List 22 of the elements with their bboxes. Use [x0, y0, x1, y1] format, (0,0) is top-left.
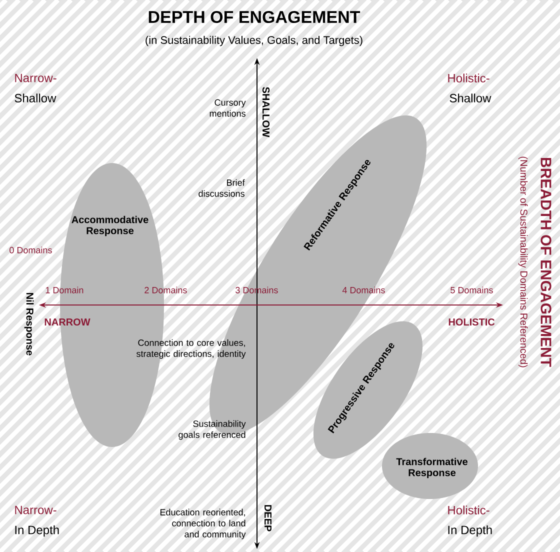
axis-label: HOLISTIC — [448, 318, 495, 326]
axis-label: NARROW — [44, 318, 90, 326]
corner-label: In Depth — [448, 525, 492, 537]
scale-note: Cursory mentions — [210, 99, 246, 117]
tick-label: 4 Domains — [342, 286, 385, 294]
subtitle: (in Sustainability Values, Goals, and Targets) — [146, 36, 362, 46]
tick-label: 2 Domains — [144, 286, 187, 294]
title: DEPTH OF ENGAGEMENT — [148, 10, 360, 24]
axis-subtitle: (Number of Sustainability Domains Referenced) — [518, 156, 528, 368]
response-label: Nil Response — [24, 293, 34, 356]
corner-label: Holistic- — [448, 506, 490, 514]
corner-label: Holistic- — [448, 74, 490, 82]
corner-label: Shallow — [14, 94, 56, 102]
tick-label: 1 Domain — [46, 286, 84, 294]
corner-label: Narrow- — [15, 506, 56, 514]
tick-label: 5 Domains — [450, 286, 493, 294]
scale-note: Education reoriented, connection to land and community — [160, 508, 246, 540]
corner-label: Shallow — [450, 94, 492, 102]
corner-label: Narrow- — [15, 74, 56, 82]
axis-label: DEEP — [264, 505, 272, 532]
axis-title: BREADTH OF ENGAGEMENT — [540, 158, 552, 367]
corner-label: In Depth — [15, 525, 59, 537]
